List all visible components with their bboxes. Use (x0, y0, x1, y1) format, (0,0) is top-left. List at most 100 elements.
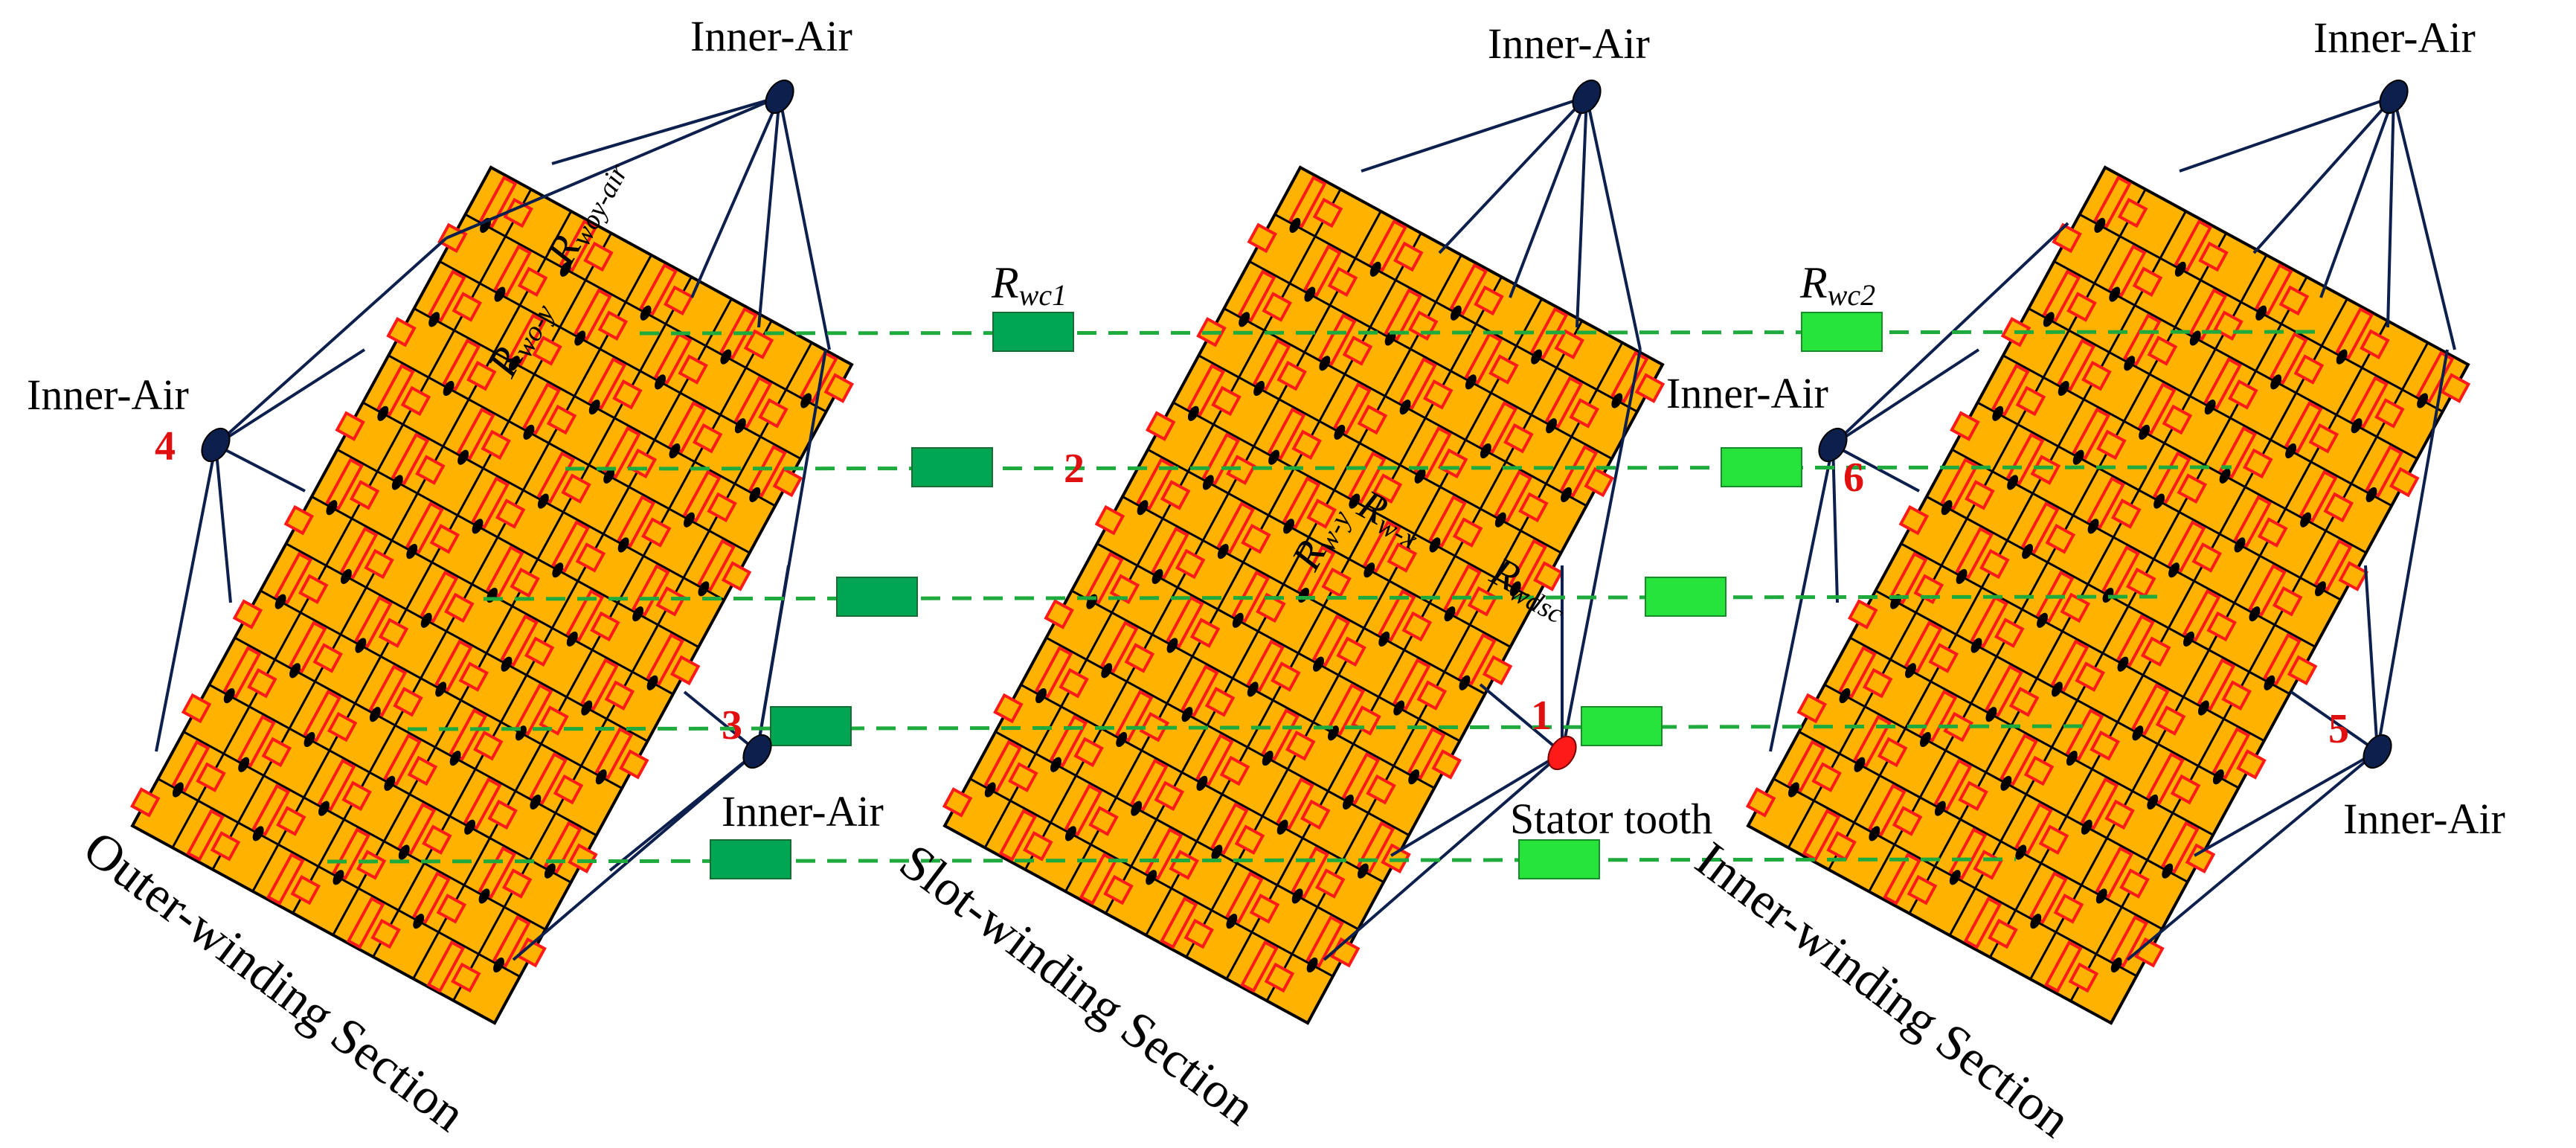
slot-node (1313, 656, 1324, 672)
air-link-outer-left (215, 443, 306, 493)
inner-node (2043, 312, 2055, 327)
inner-node (2336, 349, 2348, 365)
outer-resistor-x (370, 918, 401, 949)
slot-node (1414, 468, 1426, 484)
slot-resistor-x (1234, 824, 1265, 855)
inner-resistor-x (1745, 787, 1776, 818)
air-link-inner-top (2386, 96, 2395, 328)
outer-resistor-x (247, 667, 277, 699)
outer-resistor-x (473, 730, 504, 761)
stator-tooth-label: Stator tooth (1510, 795, 1712, 843)
inner-resistor-x (2147, 336, 2178, 366)
outer-node (318, 801, 330, 816)
inner-resistor-x (2162, 404, 2193, 435)
slot-resistor-x (1285, 730, 1316, 761)
inner-node (2095, 888, 2107, 904)
inner-node (2189, 330, 2201, 346)
slot-node (1239, 312, 1250, 327)
outer-node (413, 914, 425, 929)
inner-node (2000, 775, 2012, 791)
air-link-inner-top (2179, 95, 2394, 173)
slot-resistor-x (1342, 336, 1373, 366)
outer-node (559, 261, 571, 277)
inner-resistor-x (2374, 398, 2405, 429)
slot-resistor-x (1518, 492, 1549, 523)
rwc2-resistor (1581, 706, 1663, 746)
outer-node (289, 663, 301, 679)
inner-resistor-x (2177, 473, 2208, 504)
inner-resistor-x (2104, 799, 2135, 830)
air-link-slot-top (1585, 96, 1642, 350)
inner-resistor-x (1862, 667, 1893, 699)
inner-resistor-x (2096, 429, 2127, 461)
inner-resistor-x (2119, 868, 2150, 899)
outer-resistor-x (772, 466, 803, 498)
inner-node (1992, 405, 2004, 421)
inner-resistor-x (2038, 824, 2069, 855)
node-number-6: 6 (1843, 455, 1864, 501)
outer-resistor-x (517, 266, 548, 297)
outer-node (588, 400, 600, 415)
slot-resistor-x (1321, 567, 1352, 598)
slot-node (1546, 418, 1557, 434)
slot-resistor-x (1584, 466, 1614, 498)
slot-resistor-x (1103, 874, 1134, 905)
inner-air-node-slot-top (1572, 79, 1602, 115)
inner-resistor-y (1883, 853, 1921, 905)
outer-node (340, 568, 352, 584)
outer-node (369, 707, 381, 722)
inner-resistor-x (1950, 411, 1980, 441)
inner-resistor-x (2090, 730, 2120, 761)
slot-resistor-x (1357, 404, 1388, 435)
slot-node (1378, 631, 1390, 647)
inner-resistor-x (1988, 918, 2018, 949)
outer-resistor-x (261, 737, 292, 768)
outer-resistor-x (422, 824, 452, 855)
contact-lines (327, 330, 2322, 864)
air-link-inner-bottom (2290, 690, 2379, 753)
inner-node (2066, 751, 2078, 766)
slot-node (1187, 405, 1199, 421)
outer-node (472, 519, 484, 534)
slot-resistor-x (1124, 643, 1155, 673)
inner-air-label-slot-right: Inner-Air (1666, 369, 1828, 417)
inner-air-node-outer-left (201, 427, 231, 463)
slot-node (1450, 305, 1462, 321)
inner-node (2007, 475, 2019, 490)
inner-node (2124, 356, 2136, 371)
contact-resistors (710, 312, 1883, 879)
inner-node (2117, 656, 2129, 672)
outer-node (252, 826, 264, 841)
outer-node (720, 349, 732, 365)
inner-resistor-x (2272, 586, 2303, 617)
slot-resistor-x (1241, 523, 1271, 554)
slot-node (1531, 349, 1543, 365)
air-link-slot-stator (1479, 683, 1564, 754)
outer-resistor-x (283, 504, 314, 536)
node-number-1: 1 (1531, 693, 1552, 739)
outer-resistor-y (266, 853, 305, 905)
inner-resistor-x (2068, 962, 2099, 993)
outer-resistor-x (823, 373, 854, 403)
inner-node (1934, 801, 1946, 816)
outer-resistor-x (612, 379, 643, 410)
inner-air-node-inner-bottom (2363, 734, 2392, 769)
air-link-outer-top (446, 95, 780, 240)
outer-node (508, 356, 520, 371)
inner-node (2037, 612, 2048, 628)
outer-node (544, 863, 556, 879)
inner-node (2094, 217, 2106, 234)
slot-resistor-x (1503, 423, 1534, 454)
inner-node (2204, 400, 2216, 415)
inner-node (1919, 731, 1931, 748)
inner-resistor-x (1965, 480, 1995, 510)
slot-resistor-y (998, 809, 1037, 862)
outer-node (464, 819, 476, 835)
inner-resistor-x (1943, 711, 1973, 743)
slot-resistor-x (1569, 398, 1599, 429)
slot-resistor-y (1240, 940, 1279, 993)
inner-resistor-x (2155, 705, 2186, 736)
air-link-outer-bottom (512, 750, 759, 961)
outer-resistor-x (451, 962, 481, 993)
